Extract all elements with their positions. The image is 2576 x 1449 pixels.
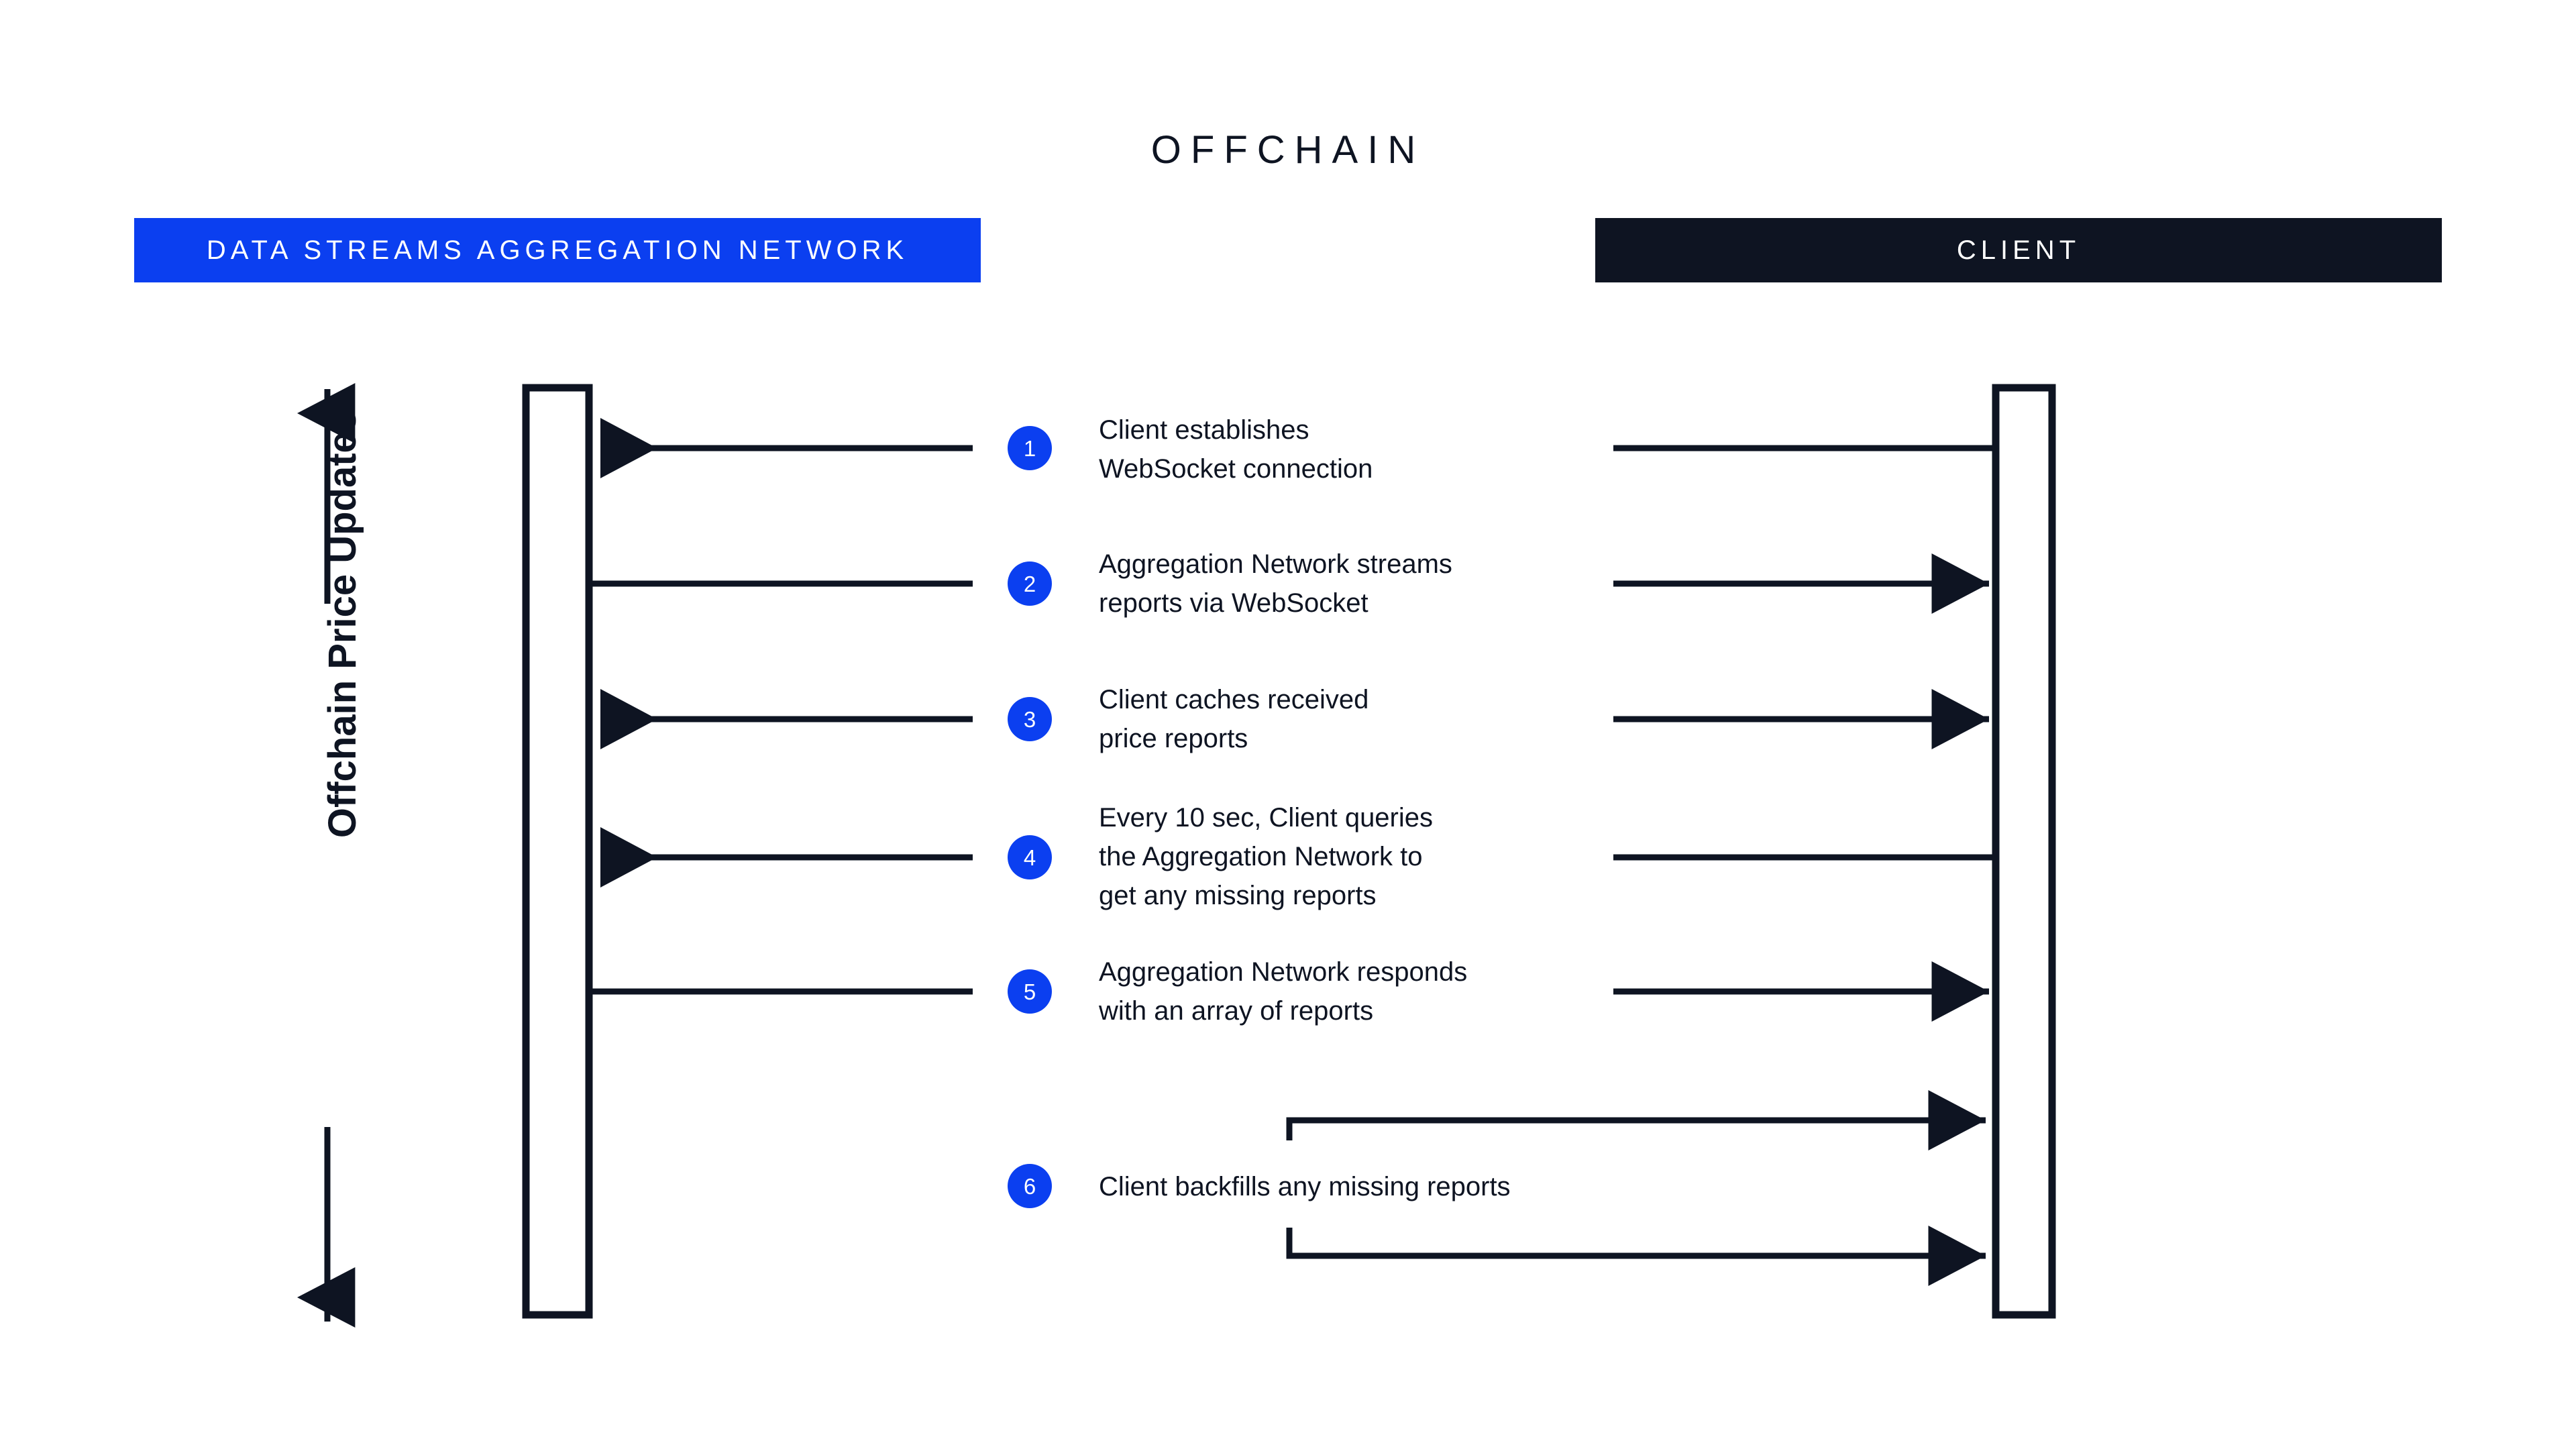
step-badge-4-number: 4 bbox=[1023, 845, 1036, 870]
step-badge-6[interactable]: 6 bbox=[1008, 1164, 1052, 1208]
page-title: OFFCHAIN bbox=[1150, 128, 1426, 172]
message-6-top-selfloop bbox=[1286, 1090, 1986, 1150]
actor-header-client: CLIENT bbox=[1595, 218, 2442, 282]
step-description-6: Client backfills any missing reports bbox=[1099, 1172, 1511, 1201]
actor-header-client-label: CLIENT bbox=[1956, 235, 2081, 265]
message-6-bottom-selfloop bbox=[1286, 1226, 1986, 1286]
actor-header-aggregation-network-label: DATA STREAMS AGGREGATION NETWORK bbox=[206, 235, 909, 265]
step-badge-1[interactable]: 1 bbox=[1008, 426, 1052, 470]
lifeline-aggregation-network bbox=[522, 384, 593, 1319]
step-badge-1-number: 1 bbox=[1023, 435, 1036, 461]
lifeline-client bbox=[1992, 384, 2056, 1319]
step-description-1: Client establishes WebSocket connection bbox=[1099, 415, 1373, 484]
step-description-4: Every 10 sec, Client queries the Aggrega… bbox=[1099, 803, 1434, 910]
step-badge-2[interactable]: 2 bbox=[1008, 561, 1052, 606]
step-badge-3[interactable]: 3 bbox=[1008, 697, 1052, 741]
actor-header-aggregation-network: DATA STREAMS AGGREGATION NETWORK bbox=[134, 218, 981, 282]
step-badge-5[interactable]: 5 bbox=[1008, 969, 1052, 1014]
step-description-5: Aggregation Network responds with an arr… bbox=[1099, 957, 1468, 1026]
step-badge-2-number: 2 bbox=[1023, 571, 1036, 596]
step-badge-6-number: 6 bbox=[1023, 1173, 1036, 1199]
step-badge-4[interactable]: 4 bbox=[1008, 835, 1052, 879]
step-badge-3-number: 3 bbox=[1023, 706, 1036, 732]
step-description-3: Client caches received price reports bbox=[1099, 685, 1369, 753]
step-description-2: Aggregation Network streams reports via … bbox=[1099, 549, 1452, 618]
step-badge-5-number: 5 bbox=[1023, 979, 1036, 1004]
